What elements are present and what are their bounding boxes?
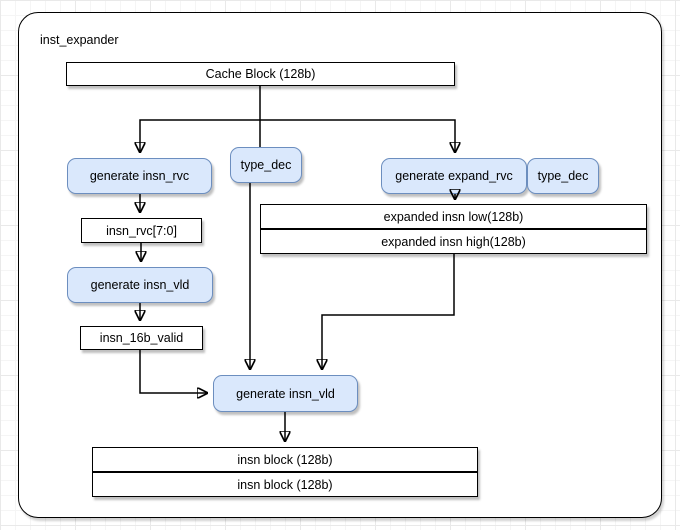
container-title: inst_expander: [40, 33, 119, 47]
node-generate-insn-vld-lower-label: generate insn_vld: [236, 386, 335, 401]
node-type-dec-right-label: type_dec: [537, 169, 589, 183]
node-insn-block-2[interactable]: insn block (128b): [92, 472, 478, 497]
node-expanded-insn-high[interactable]: expanded insn high(128b): [260, 229, 647, 254]
node-insn-rvc-7-0[interactable]: insn_rvc[7:0]: [81, 218, 202, 243]
node-insn-block-1-label: insn block (128b): [237, 452, 333, 467]
node-generate-insn-rvc-label: generate insn_rvc: [89, 169, 190, 183]
node-generate-expand-rvc[interactable]: generate expand_rvc: [381, 158, 527, 194]
node-cache-block[interactable]: Cache Block (128b): [66, 62, 455, 86]
node-cache-block-label: Cache Block (128b): [205, 67, 316, 81]
node-insn-rvc-7-0-label: insn_rvc[7:0]: [106, 223, 177, 238]
node-generate-insn-vld-upper-label: generate insn_vld: [90, 278, 190, 292]
node-type-dec-center-label: type_dec: [240, 158, 292, 172]
node-generate-expand-rvc-label: generate expand_rvc: [395, 169, 513, 183]
node-generate-insn-rvc[interactable]: generate insn_rvc: [67, 158, 212, 194]
node-expanded-insn-low-label: expanded insn low(128b): [383, 209, 524, 224]
node-type-dec-center[interactable]: type_dec: [230, 147, 302, 183]
node-generate-insn-vld-lower[interactable]: generate insn_vld: [213, 375, 358, 412]
node-insn-block-1[interactable]: insn block (128b): [92, 447, 478, 472]
inst-expander-container[interactable]: inst_expander: [18, 12, 662, 518]
node-insn-block-2-label: insn block (128b): [237, 477, 333, 492]
node-type-dec-right[interactable]: type_dec: [527, 158, 599, 194]
node-insn-16b-valid[interactable]: insn_16b_valid: [80, 326, 203, 350]
node-expanded-insn-high-label: expanded insn high(128b): [381, 234, 526, 249]
node-expanded-insn-low[interactable]: expanded insn low(128b): [260, 204, 647, 229]
node-insn-16b-valid-label: insn_16b_valid: [99, 331, 184, 345]
node-generate-insn-vld-upper[interactable]: generate insn_vld: [67, 267, 213, 303]
